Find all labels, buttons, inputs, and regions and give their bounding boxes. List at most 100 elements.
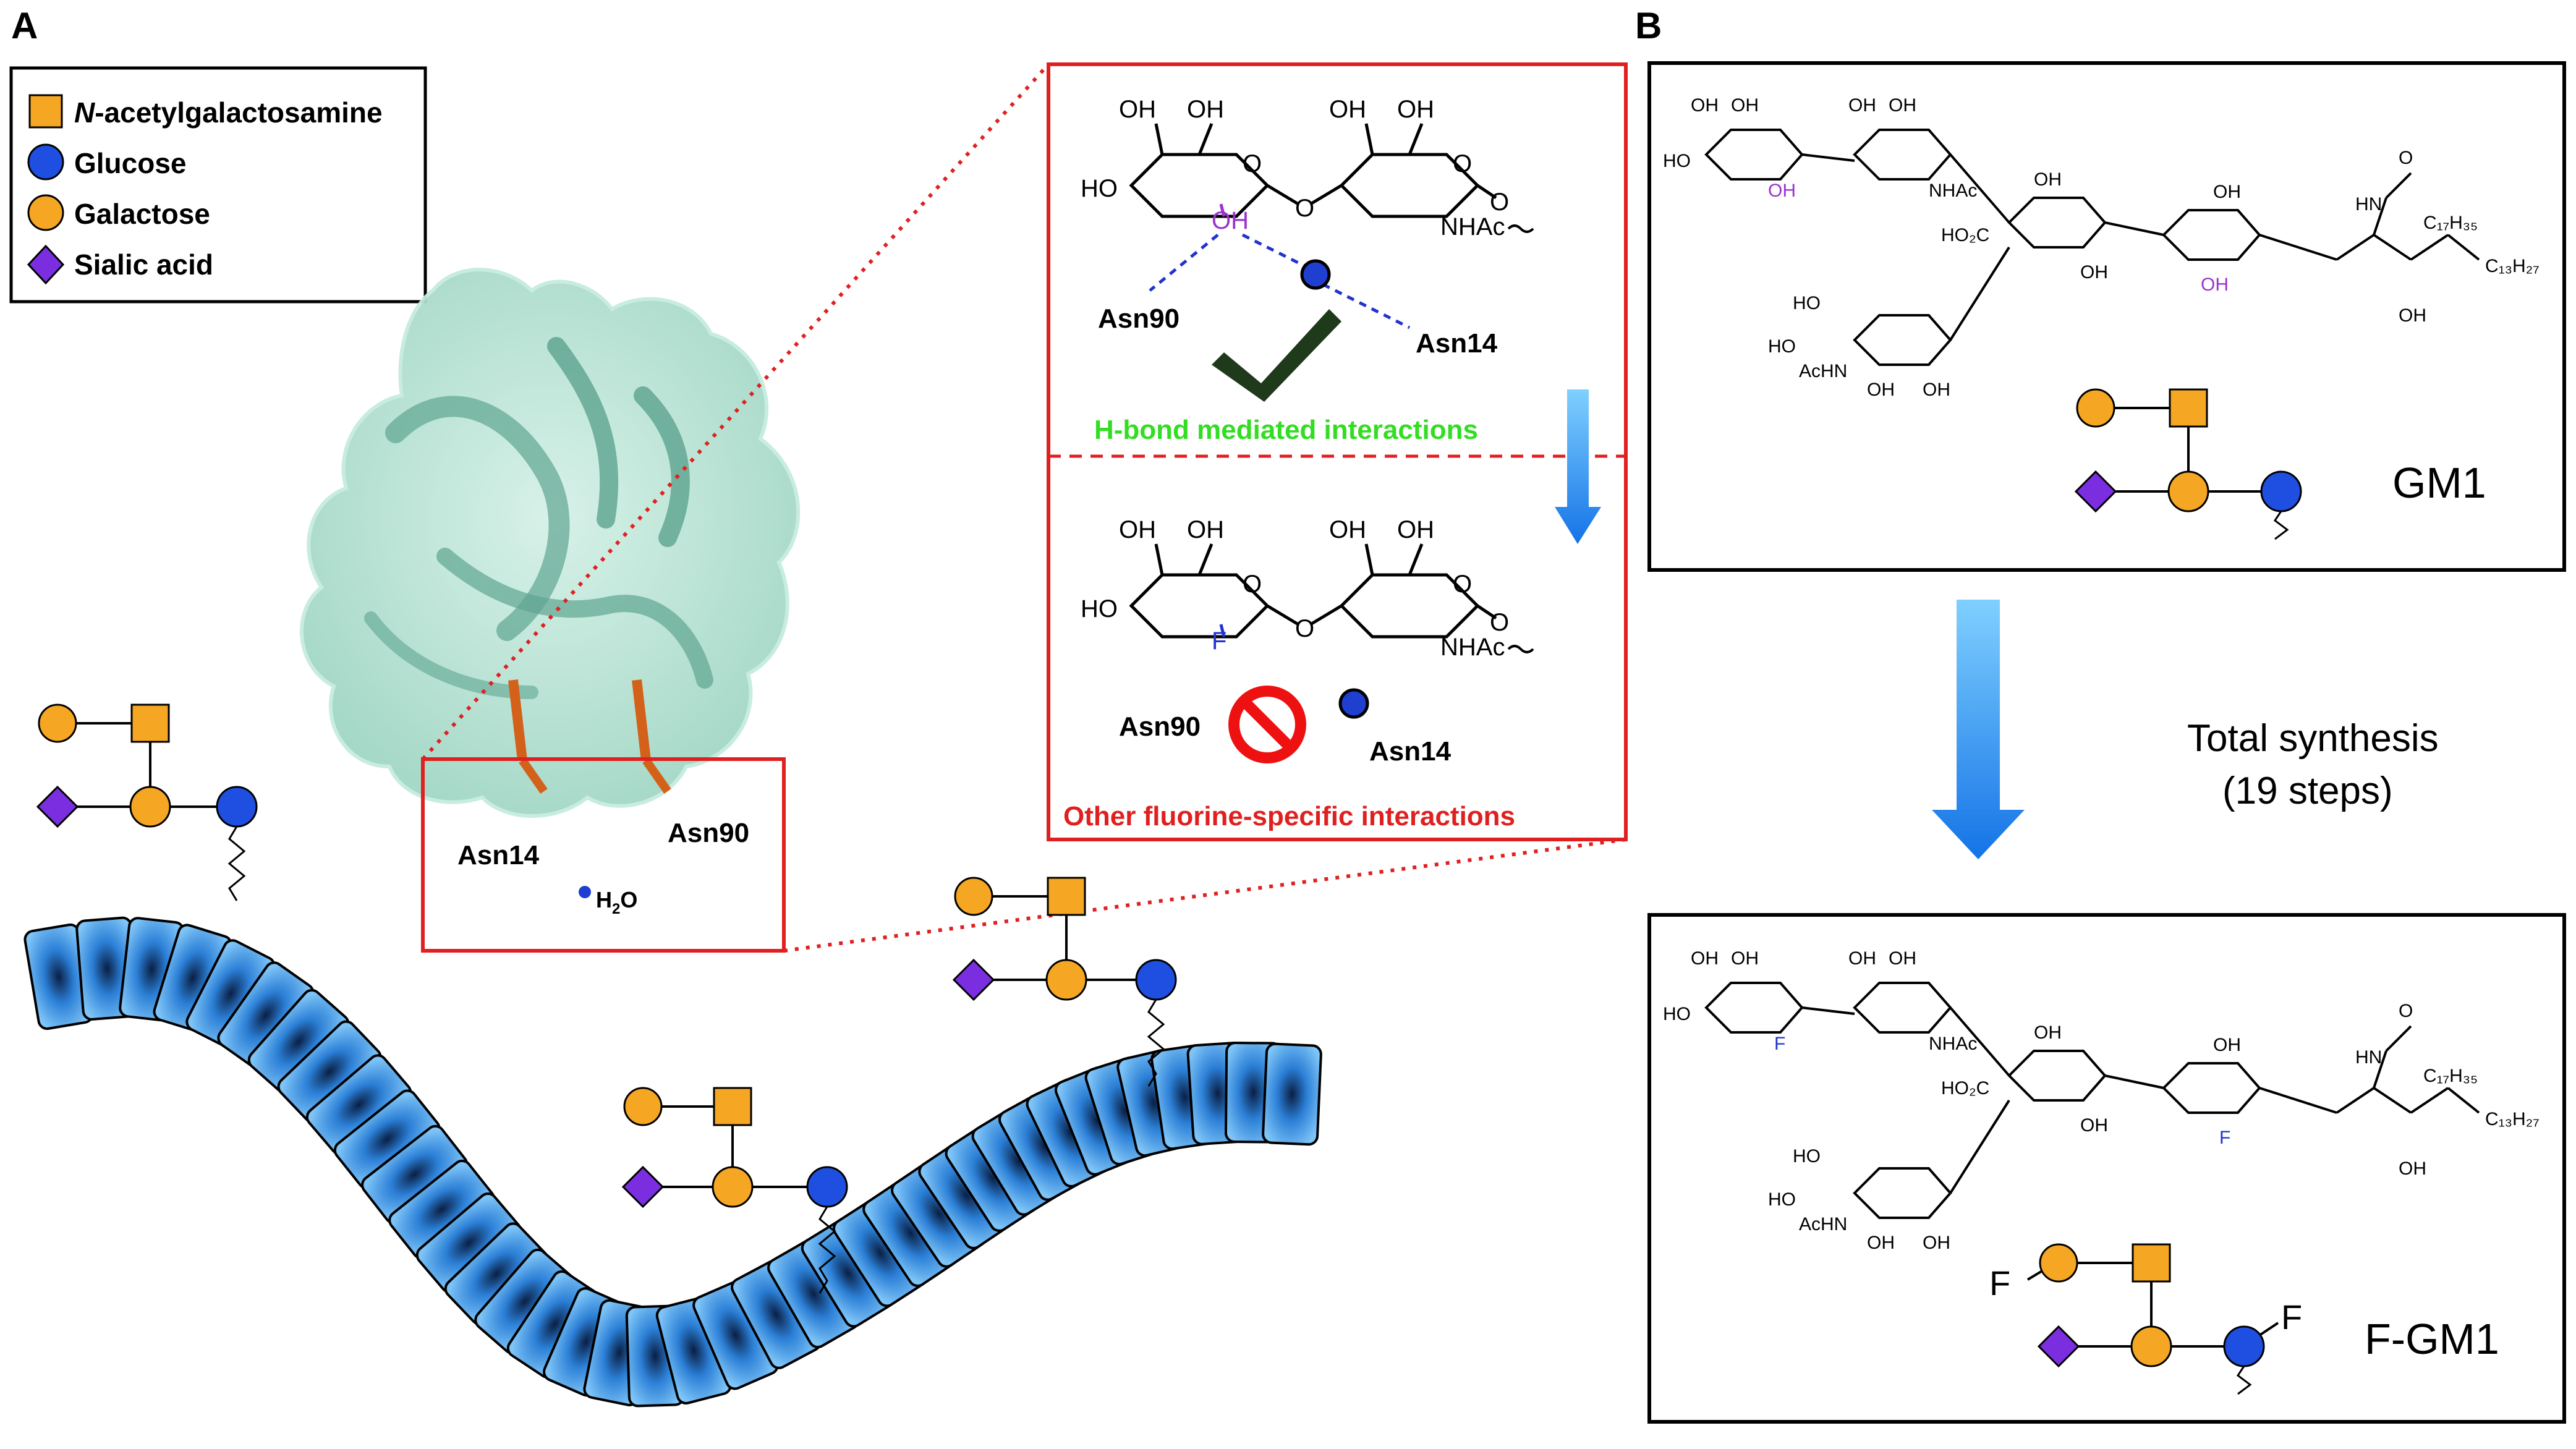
fgm1-structure <box>1704 982 2480 1219</box>
svg-text:HO: HO <box>1663 151 1691 171</box>
svg-text:OH: OH <box>1923 380 1950 400</box>
disaccharide-bottom: OH OH OH OH HO F O NHAc O O O Asn90 Asn1… <box>1063 516 1534 831</box>
fgm1-text: OH OH OH OH HO F NHAc OH OH OH F HO₂C HO… <box>1663 948 2540 1253</box>
bot-ring-o-2: O <box>1453 571 1472 598</box>
svg-text:HO: HO <box>1793 1146 1821 1166</box>
bot-nhac: NHAc <box>1440 634 1505 661</box>
bot-oh-3: OH <box>1329 516 1366 543</box>
svg-text:F: F <box>2219 1128 2230 1148</box>
bot-oh-4: OH <box>1397 516 1434 543</box>
connector-top <box>421 62 1050 761</box>
panel-a-label: A <box>11 5 38 46</box>
svg-text:HO₂C: HO₂C <box>1941 225 1989 245</box>
svg-text:OH: OH <box>2080 262 2108 283</box>
bot-asn90: Asn90 <box>1119 712 1201 742</box>
svg-text:C₁₃H₂₇: C₁₃H₂₇ <box>2485 1109 2540 1129</box>
svg-text:OH: OH <box>1889 95 1916 116</box>
membrane-segment <box>1262 1042 1322 1146</box>
protein-structure <box>300 268 801 818</box>
legend-sialic-diamond <box>27 244 65 285</box>
legend-glucose-circle <box>27 143 64 181</box>
svg-text:OH: OH <box>1867 380 1895 400</box>
top-oh-2: OH <box>1187 96 1224 123</box>
asn90-label: Asn90 <box>668 818 749 848</box>
top-oh-1: OH <box>1119 96 1156 123</box>
bot-ring-o-3: O <box>1490 609 1509 636</box>
gm1-title: GM1 <box>2392 459 2486 507</box>
svg-text:HO: HO <box>1663 1004 1691 1024</box>
bot-ring-o-1: O <box>1243 571 1262 598</box>
legend-galnac-label: N-acetylgalactosamine <box>74 96 383 129</box>
svg-text:OH: OH <box>1848 948 1876 969</box>
svg-text:OH: OH <box>1691 95 1719 116</box>
svg-text:OH: OH <box>1731 95 1759 116</box>
legend-galactose-circle <box>27 194 64 231</box>
top-o-link: O <box>1295 195 1314 222</box>
svg-text:OH: OH <box>2201 274 2229 295</box>
legend-glucose-label: Glucose <box>74 147 187 179</box>
inset-down-arrow <box>1555 389 1601 544</box>
svg-text:HO: HO <box>1768 336 1796 357</box>
svg-text:OH: OH <box>1848 95 1876 116</box>
svg-text:C₁₇H₃₅: C₁₇H₃₅ <box>2423 213 2478 233</box>
connector-bottom <box>783 838 1626 953</box>
svg-text:OH: OH <box>1923 1233 1950 1253</box>
legend-sialic-label: Sialic acid <box>74 249 213 281</box>
svg-text:OH: OH <box>1867 1233 1895 1253</box>
gm1-box: OH OH OH OH HO OH NHAc OH OH OH OH HO₂C … <box>1647 61 2566 572</box>
gm1-text: OH OH OH OH HO OH NHAc OH OH OH OH HO₂C … <box>1663 95 2540 400</box>
bot-caption: Other fluorine-specific interactions <box>1063 801 1515 831</box>
svg-text:O: O <box>2399 148 2413 168</box>
svg-text:OH: OH <box>1691 948 1719 969</box>
cell-membrane <box>23 916 1322 1408</box>
top-nhac: NHAc <box>1440 213 1505 240</box>
disaccharide-top: OH OH OH OH HO OH O NHAc O O O Asn90 Asn… <box>1081 96 1534 445</box>
bot-o-link: O <box>1295 615 1314 642</box>
svg-text:OH: OH <box>2034 1022 2062 1043</box>
top-ring-o-1: O <box>1243 150 1262 177</box>
svg-text:OH: OH <box>2034 169 2062 190</box>
top-asn14: Asn14 <box>1416 328 1498 359</box>
bot-oh-2: OH <box>1187 516 1224 543</box>
svg-text:OH: OH <box>2399 305 2426 326</box>
glycan-right <box>952 877 1177 1087</box>
svg-text:OH: OH <box>2080 1115 2108 1136</box>
binding-site-box <box>421 757 786 953</box>
synthesis-arrow <box>1932 600 2025 859</box>
bot-asn14: Asn14 <box>1369 736 1452 767</box>
top-caption: H-bond mediated interactions <box>1094 415 1478 445</box>
svg-text:OH: OH <box>2213 1035 2241 1055</box>
svg-text:HO₂C: HO₂C <box>1941 1078 1989 1098</box>
svg-text:OH: OH <box>1768 181 1796 201</box>
svg-text:C₁₇H₃₅: C₁₇H₃₅ <box>2423 1066 2478 1086</box>
top-ring-o-2: O <box>1453 150 1472 177</box>
top-oh-mid: OH <box>1212 207 1249 234</box>
svg-text:AcHN: AcHN <box>1799 361 1847 381</box>
bot-f: F <box>1212 627 1226 655</box>
water-dot <box>579 886 591 898</box>
svg-text:HO: HO <box>1768 1189 1796 1210</box>
fgm1-glycan-f-right: F <box>2281 1298 2302 1336</box>
svg-text:OH: OH <box>1731 948 1759 969</box>
top-ho: HO <box>1081 175 1118 202</box>
svg-text:OH: OH <box>1889 948 1916 969</box>
asn14-label: Asn14 <box>457 840 540 870</box>
svg-text:F: F <box>1774 1034 1785 1054</box>
checkmark-icon <box>1212 309 1341 402</box>
top-asn90: Asn90 <box>1098 304 1180 334</box>
top-oh-3: OH <box>1329 96 1366 123</box>
interaction-inset: OH OH OH OH HO OH O NHAc O O O Asn90 Asn… <box>1047 62 1628 841</box>
top-ring-o-3: O <box>1490 189 1509 216</box>
fgm1-title: F-GM1 <box>2365 1315 2499 1363</box>
fgm1-glycan-f-left: F <box>1989 1264 2010 1302</box>
no-symbol-icon <box>1228 686 1306 763</box>
synthesis-line2: (19 steps) <box>2222 770 2393 812</box>
bot-ho: HO <box>1081 595 1118 623</box>
svg-text:O: O <box>2399 1001 2413 1021</box>
svg-text:HN: HN <box>2355 194 2382 215</box>
bot-water <box>1338 688 1369 719</box>
glycan-middle <box>621 1087 848 1294</box>
gm1-structure <box>1704 129 2480 366</box>
bot-oh-1: OH <box>1119 516 1156 543</box>
